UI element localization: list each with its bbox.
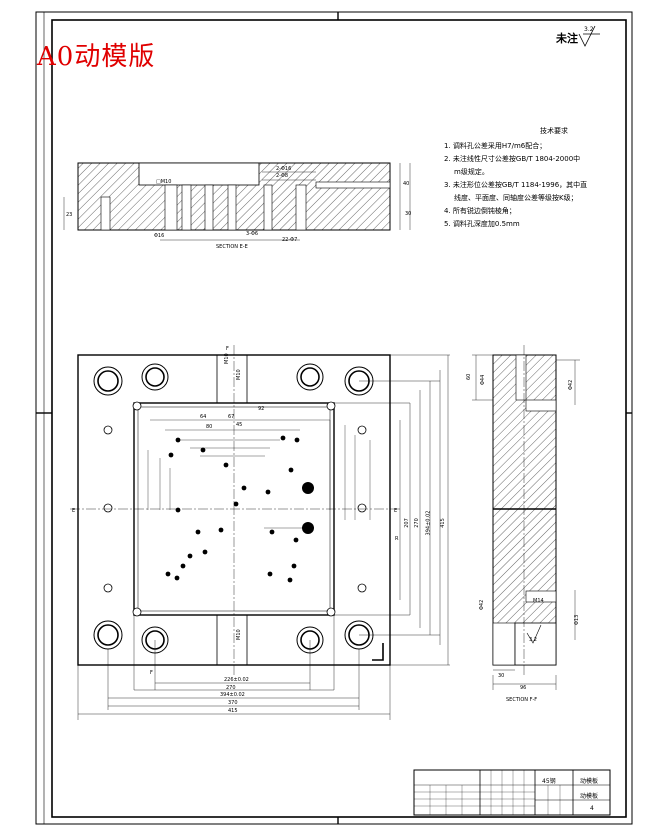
title-block [413,769,611,816]
svg-text:M10: M10 [224,353,230,364]
svg-text:F: F [150,670,153,676]
req-1: 1. 调料孔公差采用H7/m6配合； [444,142,547,150]
dim-right-207: 207 [403,518,410,528]
svg-text:2-Φ16: 2-Φ16 [276,166,291,172]
section-ff-label: SECTION F-F [506,697,538,703]
svg-text:Φ13: Φ13 [574,615,580,625]
dim-right-270: 270 [413,518,420,528]
dim-top-64: 64 [200,414,207,420]
svg-text:Φ42: Φ42 [479,600,485,610]
svg-text:3.2: 3.2 [529,637,537,643]
roughness-symbol [578,25,600,47]
dim-bottom-394: 394±0.02 [220,692,245,698]
svg-text:M10: M10 [236,629,242,640]
roughness-label: 未注 [556,32,578,45]
req-3-cont: 线度、平面度、同轴度公差等级按K级； [454,194,578,202]
title-material: 45钢 [542,778,556,785]
dim-top-45: 45 [236,422,243,428]
svg-text:M10: M10 [236,369,242,380]
svg-text:E: E [394,508,397,514]
svg-text:F: F [226,346,229,352]
req-2: 2. 未注线性尺寸公差按GB/T 1804-2000中 [444,155,581,163]
svg-text:3-Φ6: 3-Φ6 [246,231,258,237]
svg-text:23: 23 [66,212,72,218]
svg-text:R: R [395,536,399,542]
section-ee-view: □M10 2-Φ16 2-Φ8 Φ16 3-Φ6 22-Φ7 40 30 23 [63,162,411,243]
technical-requirements: 技术要求 1. 调料孔公差采用H7/m6配合； 2. 未注线性尺寸公差按GB/T… [444,125,624,231]
svg-text:E: E [72,508,75,514]
dim-ff-96: 96 [520,685,527,691]
svg-text:Φ42: Φ42 [568,380,574,390]
svg-text:22-Φ7: 22-Φ7 [282,237,297,243]
title-part-name-top: 动模板 [580,778,599,785]
svg-text:40: 40 [403,181,409,187]
dim-top-80: 80 [206,424,213,430]
dim-right-394: 394±0.02 [425,510,432,536]
dim-top-67: 67 [228,414,235,420]
sheet-border [35,11,633,825]
svg-text:60: 60 [466,374,472,380]
dim-bottom-415: 415 [228,708,238,714]
svg-text:M14: M14 [533,598,544,604]
dim-ff-30: 30 [498,673,505,679]
tech-title: 技术要求 [540,127,568,135]
drawing-title: A0动模版 [37,42,156,72]
dim-top-92: 92 [258,406,265,412]
section-ee-label: SECTION E-E [216,244,248,250]
svg-text:Φ16: Φ16 [154,233,164,239]
svg-text:Φ44: Φ44 [480,375,486,385]
roughness-value: 3.2 [584,26,594,33]
dim-bottom-270: 270 [226,685,236,691]
svg-text:2-Φ8: 2-Φ8 [276,173,288,179]
svg-text:□M10: □M10 [156,179,171,185]
title-part-name: 动模板 [580,793,599,800]
plan-view: M10 M10 M10 F F E E R [70,345,450,720]
svg-text:30: 30 [405,211,411,217]
section-ff-view: 60 Φ44 Φ42 Φ42 Φ13 M14 3.2 [466,345,580,690]
dim-bottom-226: 226±0.02 [224,677,249,683]
roughness-note: 未注 3.2 [556,26,594,46]
req-5: 5. 调料孔深度加0.5mm [444,220,520,228]
req-2-cont: m级规定。 [454,168,489,176]
dim-right-415: 415 [439,518,446,528]
title-sheet: 4 [590,805,594,812]
req-3: 3. 未注形位公差按GB/T 1184-1996，其中直 [444,181,588,189]
dim-bottom-370: 370 [228,700,238,706]
req-4: 4. 所有锐边倒钝棱角； [444,207,516,215]
